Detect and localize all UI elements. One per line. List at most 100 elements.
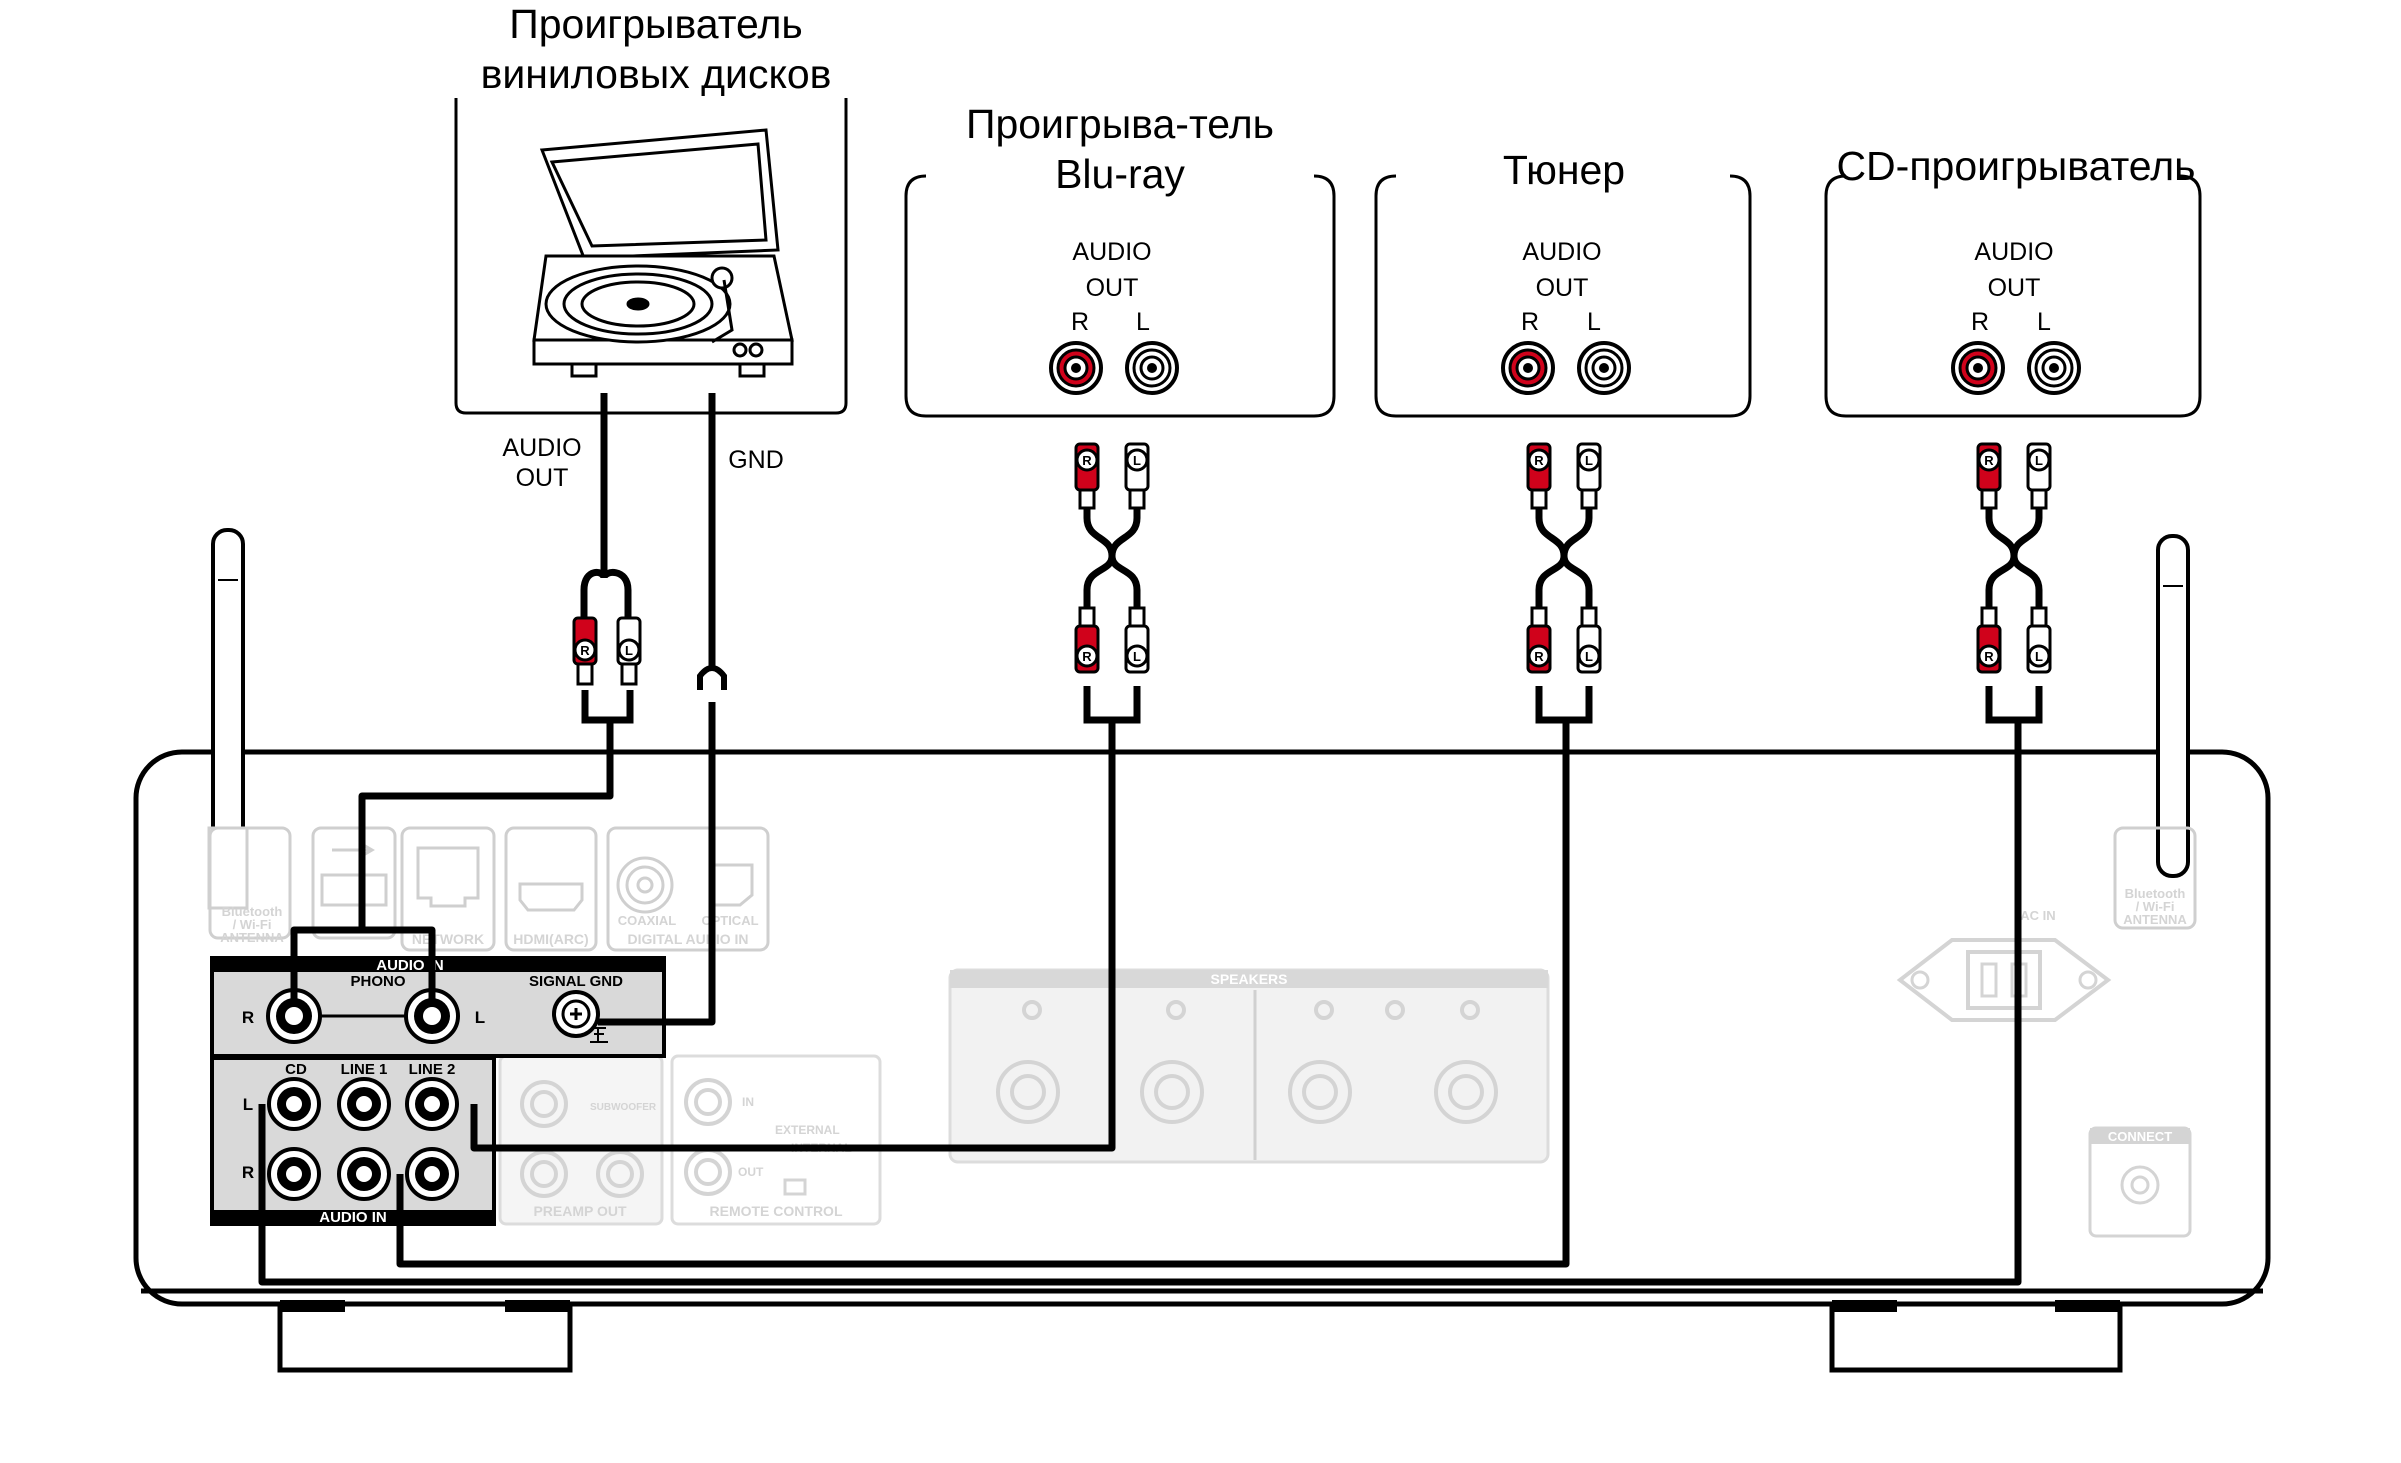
bluray-plug-lower-l-label: L <box>1133 649 1141 664</box>
tuner-plug-upper-r: R <box>1526 442 1552 510</box>
bluray-jack-r <box>1049 341 1103 395</box>
external-label: EXTERNAL <box>775 1123 840 1137</box>
line1-input-label: LINE 1 <box>341 1061 388 1078</box>
tuner-plug-upper-l-label: L <box>1585 453 1593 468</box>
amplifier-foot-right <box>1829 1300 2123 1373</box>
turntable-icon <box>532 128 794 378</box>
bluray-plug-lower-r: R <box>1074 606 1100 674</box>
turntable-title-2: виниловых дисков <box>481 51 832 97</box>
tuner-out-label: OUT <box>1536 274 1589 302</box>
speakers-label: SPEAKERS <box>1210 971 1287 987</box>
bluray-jack-l <box>1125 341 1179 395</box>
bluray-plug-upper-l-label: L <box>1133 453 1141 468</box>
tuner-jack-r <box>1501 341 1555 395</box>
tuner-audio-label: AUDIO <box>1522 238 1601 266</box>
cable-tuner <box>396 722 1570 1268</box>
device-cd-player: CD-проигрыватель AUDIO OUT R L <box>1824 143 2202 418</box>
hdmi-port: HDMI(ARC) <box>504 826 598 952</box>
remote-control-label: REMOTE CONTROL <box>710 1203 843 1219</box>
line-r-label: R <box>242 1163 254 1182</box>
subwoofer-label: SUBWOOFER <box>590 1102 657 1113</box>
phono-r-jack <box>266 988 322 1044</box>
bt-antenna-right-label-2: / Wi-Fi <box>2136 899 2175 914</box>
device-tuner: Тюнер AUDIO OUT R L <box>1374 147 1752 418</box>
line2-input-label: LINE 2 <box>409 1061 456 1078</box>
tuner-plug-lower-r-label: R <box>1534 649 1544 664</box>
cd-plug-upper-l-label: L <box>2035 453 2043 468</box>
bluray-audio-label: AUDIO <box>1072 238 1151 266</box>
tuner-title: Тюнер <box>1503 147 1625 193</box>
bt-antenna-right-label-3: ANTENNA <box>2123 912 2187 927</box>
amplifier-foot-left <box>277 1300 573 1373</box>
line-input-jacks <box>267 1077 459 1201</box>
tuner-cable-bottom <box>1535 686 1593 724</box>
phono-r-label: R <box>242 1008 254 1027</box>
cd-plug-lower-r-label: R <box>1984 649 1994 664</box>
cd-r-label: R <box>1971 308 1989 336</box>
cd-jack-r <box>1951 341 2005 395</box>
bluray-cable-bottom <box>1083 686 1141 724</box>
cables <box>258 393 2022 1286</box>
bluray-plug-upper-r-label: R <box>1082 453 1092 468</box>
phono-label: PHONO <box>350 973 405 990</box>
digital-audio-in: COAXIAL OPTICAL DIGITAL AUDIO IN <box>606 826 770 952</box>
digital-audio-in-label: DIGITAL AUDIO IN <box>627 931 748 947</box>
bluray-l-label: L <box>1136 308 1150 336</box>
preamp-out-label: PREAMP OUT <box>533 1203 627 1219</box>
cable-bluray <box>470 722 1116 1152</box>
preamp-out: SUBWOOFER PREAMP OUT <box>498 1054 664 1226</box>
remote-out-label: OUT <box>738 1165 764 1179</box>
turntable-plug-l-label: L <box>625 643 633 658</box>
tuner-plug-upper-r-label: R <box>1534 453 1544 468</box>
remote-in-label: IN <box>742 1095 754 1109</box>
gnd-fork-terminal <box>697 652 727 690</box>
bt-antenna-label-3: ANTENNA <box>220 930 284 945</box>
bluray-cable-mid <box>1083 555 1141 620</box>
tuner-l-label: L <box>1587 308 1601 336</box>
tuner-cable-mid <box>1535 555 1593 620</box>
signal-gnd-terminal <box>552 990 608 1043</box>
ac-in-label: AC IN <box>2020 908 2055 923</box>
cd-plug-upper-l: L <box>2026 442 2052 510</box>
tuner-jack-l <box>1577 341 1631 395</box>
rca-set-cd: R L R L <box>1951 341 2081 724</box>
bt-antenna-right-label-1: Bluetooth <box>2125 886 2186 901</box>
rca-set-tuner: R L R L <box>1501 341 1631 724</box>
cd-l-label: L <box>2037 308 2051 336</box>
bluray-title-2: Blu-ray <box>1055 151 1185 197</box>
cable-turntable-phono-l <box>362 926 436 1000</box>
bluray-title-1: Проигрыва-тель <box>966 101 1274 147</box>
audio-in-line-block: AUDIO IN CD LINE 1 LINE 2 L R <box>210 1056 496 1226</box>
cable-gnd-lower <box>598 702 716 1026</box>
audio-in-bottom-label: AUDIO IN <box>319 1209 387 1226</box>
turntable-plug-l: L <box>616 616 642 686</box>
signal-gnd-label: SIGNAL GND <box>529 973 623 990</box>
turntable-audio-out-1: AUDIO <box>502 434 581 462</box>
coaxial-label: COAXIAL <box>618 913 677 928</box>
tuner-plug-lower-l: L <box>1576 606 1602 674</box>
cd-audio-label: AUDIO <box>1974 238 2053 266</box>
turntable-plug-r-label: R <box>580 643 590 658</box>
device-turntable: Проигрыватель виниловых дисков AUDIO OUT… <box>454 1 848 724</box>
bluray-plug-lower-r-label: R <box>1082 649 1092 664</box>
line-l-label: L <box>243 1095 253 1114</box>
bt-antenna-label-2: / Wi-Fi <box>233 917 272 932</box>
hdmi-label: HDMI(ARC) <box>513 931 588 947</box>
optical-label: OPTICAL <box>701 913 758 928</box>
cd-input-label: CD <box>285 1061 307 1078</box>
device-bluray: Проигрыва-тель Blu-ray AUDIO OUT R L <box>904 101 1336 418</box>
ac-in: AC IN <box>1896 908 2112 1022</box>
rca-cable-sets: R L R L R L R L R L R L <box>1049 341 2081 724</box>
cd-plug-lower-r: R <box>1976 606 2002 674</box>
cd-out-label: OUT <box>1988 274 2041 302</box>
rca-set-bluray: R L R L <box>1049 341 1179 724</box>
cable-turntable-phono <box>290 720 614 1000</box>
phono-l-label: L <box>475 1008 485 1027</box>
speakers-terminals: SPEAKERS <box>948 968 1550 1164</box>
bluray-r-label: R <box>1071 308 1089 336</box>
cd-plug-lower-l-label: L <box>2035 649 2043 664</box>
audio-in-phono-block: AUDIO IN PHONO SIGNAL GND R L <box>210 956 666 1058</box>
cd-plug-upper-r: R <box>1976 442 2002 510</box>
turntable-gnd-label: GND <box>728 446 784 474</box>
